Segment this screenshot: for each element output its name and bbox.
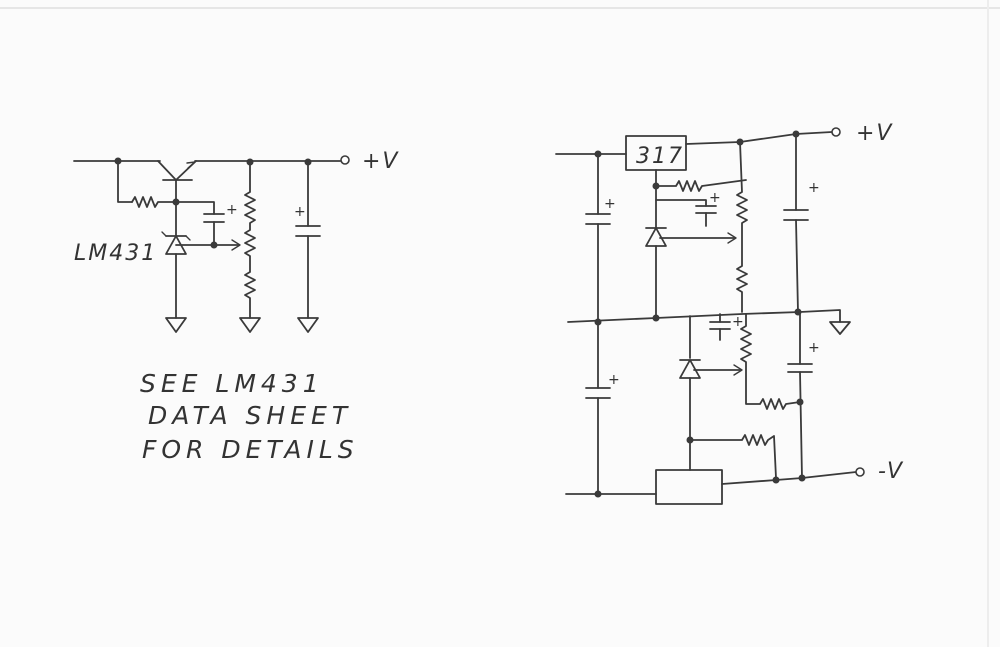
cap-plus-sign: + bbox=[294, 204, 306, 220]
wiper-arrow bbox=[727, 232, 737, 244]
cap-plus-sign: + bbox=[709, 190, 721, 206]
comp-cap-wire bbox=[175, 201, 215, 215]
output-cap-upper-lower-wire bbox=[795, 219, 799, 313]
left-circuit: +V + LM431 + bbox=[73, 149, 399, 333]
negative-output-rail bbox=[721, 471, 857, 485]
transistor-emitter-arrow bbox=[186, 161, 196, 169]
wiper-arrow bbox=[231, 239, 241, 251]
comp-capacitor-lower bbox=[709, 321, 731, 330]
details-note: SEE LM431 DATA SHEET FOR DETAILS bbox=[140, 369, 359, 464]
junction-dot bbox=[772, 476, 780, 484]
junction-dot bbox=[796, 398, 804, 406]
output-capacitor-upper bbox=[783, 209, 809, 221]
comp-capacitor-upper bbox=[695, 205, 717, 214]
ground-symbol bbox=[297, 317, 319, 333]
comp-capacitor bbox=[203, 213, 225, 223]
junction-dot bbox=[594, 490, 602, 498]
positive-terminal bbox=[831, 127, 841, 137]
negative-terminal bbox=[855, 467, 865, 477]
note-line-2: DATA SHEET bbox=[148, 401, 352, 430]
right-output-rail bbox=[685, 131, 833, 145]
ground-symbol bbox=[829, 321, 851, 335]
lm431-label: LM431 bbox=[74, 241, 157, 266]
cap-plus-sign: + bbox=[604, 196, 616, 212]
cap-plus-sign: + bbox=[732, 314, 744, 330]
junction-dot bbox=[210, 241, 218, 249]
comp-cap-wire-upper bbox=[655, 185, 707, 207]
bias-resistor-lower bbox=[689, 434, 777, 479]
divider-resistors bbox=[244, 161, 256, 319]
ground-symbol bbox=[165, 317, 187, 333]
right-circuit: 317 +V + + + bbox=[555, 121, 904, 505]
wiper-arrow bbox=[733, 364, 743, 376]
upper-divider-resistors bbox=[736, 141, 748, 313]
input-capacitor-upper bbox=[585, 213, 611, 225]
cap-plus-sign: + bbox=[808, 340, 820, 356]
output-capacitor-lower bbox=[787, 363, 813, 373]
regulator-label: 317 bbox=[636, 144, 684, 169]
cap-plus-sign: + bbox=[808, 180, 820, 196]
lm431-lower bbox=[679, 359, 701, 379]
input-capacitor-lower bbox=[585, 387, 611, 399]
supply-terminal bbox=[340, 155, 350, 165]
lm431-cathode-bar bbox=[161, 231, 191, 241]
bias-resistor-upper bbox=[655, 179, 747, 192]
bias-wire bbox=[117, 160, 133, 203]
output-cap-lower-bottom-wire bbox=[799, 371, 803, 479]
cap-plus-sign: + bbox=[608, 372, 620, 388]
junction-dot bbox=[652, 314, 660, 322]
ground-symbol bbox=[239, 317, 261, 333]
note-line-3: FOR DETAILS bbox=[142, 435, 359, 464]
cap-plus-sign: + bbox=[226, 202, 238, 218]
left-supply-label: +V bbox=[362, 149, 399, 174]
positive-label: +V bbox=[856, 121, 893, 146]
note-line-1: SEE LM431 bbox=[140, 369, 324, 398]
junction-dot bbox=[798, 474, 806, 482]
pass-transistor bbox=[157, 160, 197, 181]
ground-rail bbox=[567, 309, 841, 323]
negative-regulator-box bbox=[655, 469, 723, 505]
lm431-upper bbox=[645, 227, 667, 247]
lower-divider-resistors bbox=[740, 313, 801, 410]
negative-label: -V bbox=[878, 459, 904, 484]
output-capacitor bbox=[295, 225, 321, 237]
bias-resistor bbox=[131, 196, 177, 208]
